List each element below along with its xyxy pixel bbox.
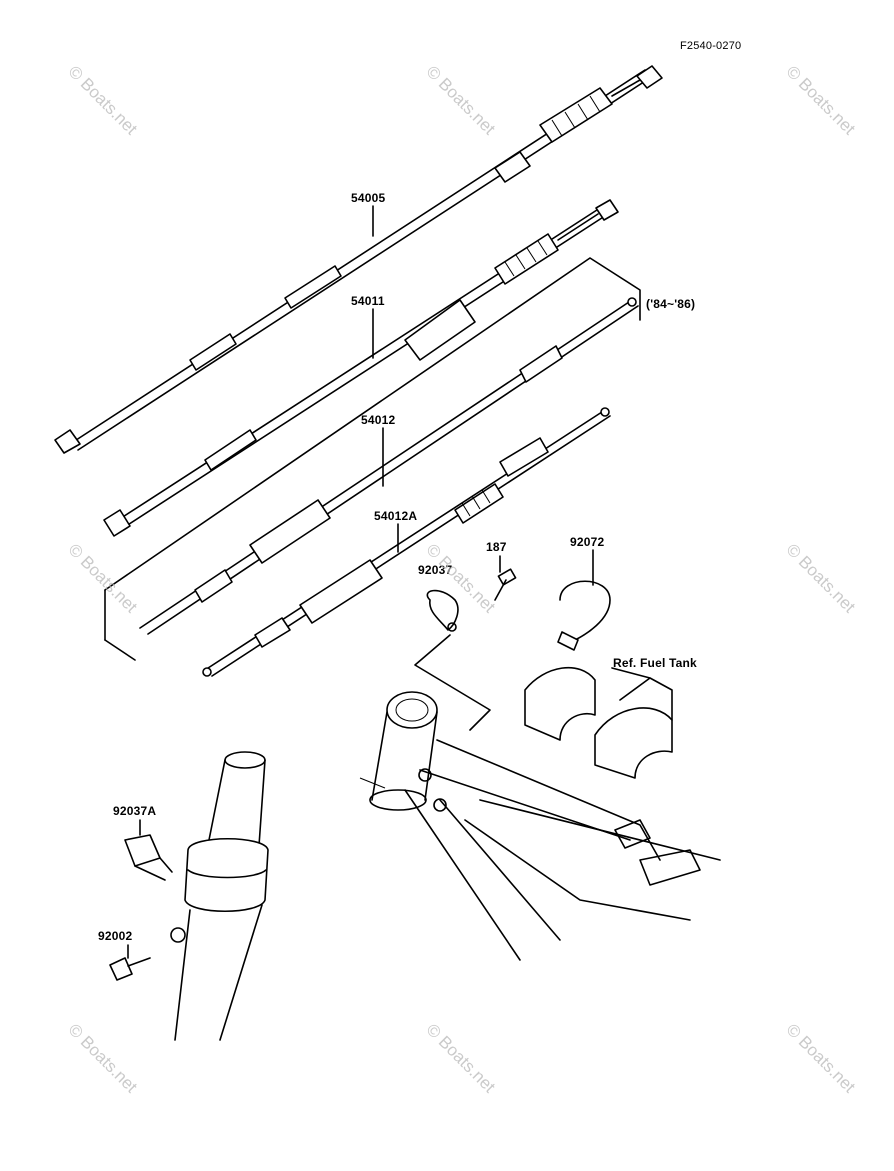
leader-92037 — [414, 634, 491, 731]
part-label-54012A[interactable]: 54012A — [374, 509, 418, 523]
cable-54012 — [139, 297, 639, 635]
cable-54011 — [103, 199, 619, 537]
ref-fuel-tank-note: Ref. Fuel Tank — [613, 656, 697, 670]
frame — [359, 691, 721, 961]
part-label-54012[interactable]: 54012 — [361, 413, 396, 427]
band-92072 — [557, 580, 611, 651]
bolt-92002 — [109, 957, 151, 981]
part-label-92072[interactable]: 92072 — [570, 535, 605, 549]
part-label-92002[interactable]: 92002 — [98, 929, 133, 943]
years-note: ('84~'86) — [646, 297, 696, 311]
fuel-tank-rubbers — [524, 666, 673, 779]
cable-54005 — [54, 65, 663, 454]
part-label-92037[interactable]: 92037 — [418, 563, 453, 577]
clip-92037A — [124, 834, 173, 881]
cable-54012A — [202, 407, 611, 677]
bolt-187 — [494, 568, 517, 601]
clamp-92037 — [426, 589, 459, 632]
part-label-54005[interactable]: 54005 — [351, 191, 386, 205]
part-label-92037A[interactable]: 92037A — [113, 804, 157, 818]
fork-tube — [170, 751, 269, 1041]
part-label-54011[interactable]: 54011 — [351, 294, 385, 308]
part-label-187[interactable]: 187 — [486, 540, 507, 554]
year-range-box — [104, 257, 641, 661]
figure-code: F2540-0270 — [680, 40, 742, 52]
